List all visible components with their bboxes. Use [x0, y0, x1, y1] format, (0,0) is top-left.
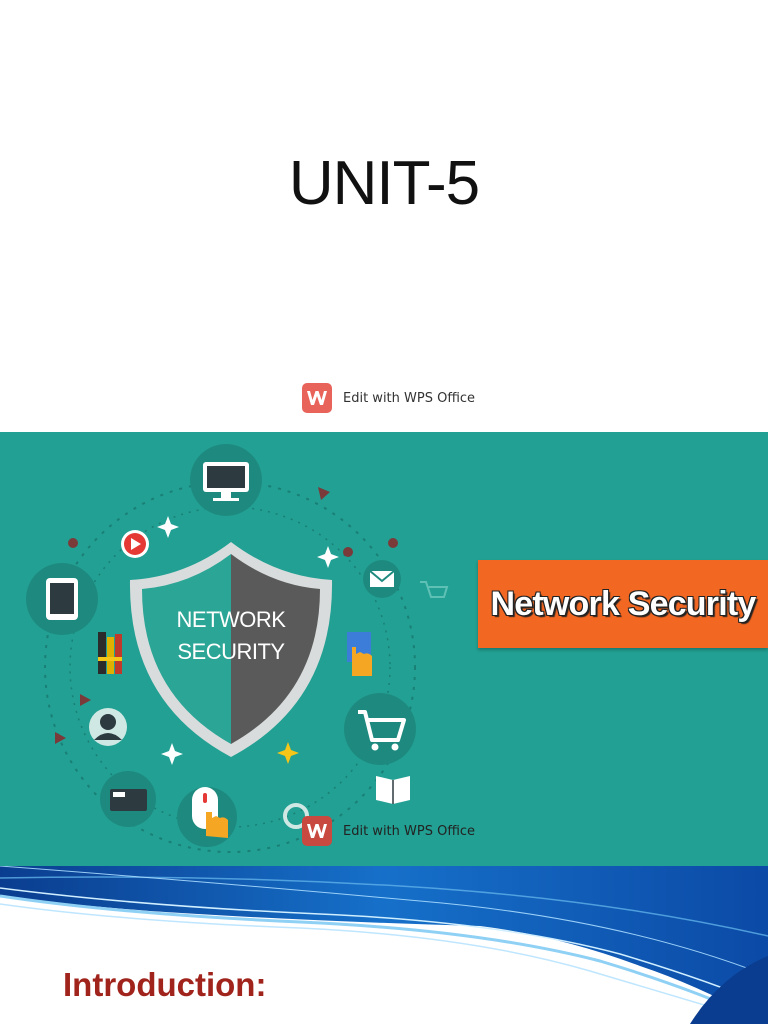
slide-title-unit: UNIT-5 Edit with WPS Office [0, 0, 768, 432]
monitor-icon [190, 444, 262, 516]
banner-text: Network Security [490, 584, 757, 623]
network-security-banner: Network Security [478, 560, 768, 648]
shield-label: NETWORK SECURITY [171, 604, 291, 668]
slide-title: UNIT-5 [288, 149, 480, 218]
wps-label: Edit with WPS Office [343, 390, 476, 406]
slide-network-security: NETWORK SECURITY Network Security Edit w… [0, 432, 768, 866]
envelope-icon [363, 560, 401, 598]
wps-logo-icon [302, 383, 332, 413]
introduction-heading: Introduction: [63, 966, 267, 1003]
tablet-icon [26, 563, 98, 635]
wps-watermark[interactable]: Edit with WPS Office [302, 816, 475, 846]
credit-card-icon [100, 771, 156, 827]
user-avatar-icon [89, 708, 127, 746]
shopping-cart-icon [344, 693, 416, 765]
sparkle-icons [157, 516, 339, 765]
books-icon [98, 632, 122, 674]
wps-label: Edit with WPS Office [343, 823, 476, 839]
slide-introduction: Introduction: [0, 866, 768, 1024]
network-security-illustration [26, 444, 449, 853]
open-book-icon [376, 776, 410, 804]
shield-label-line1: NETWORK [176, 607, 286, 632]
play-icon [121, 530, 149, 558]
mouse-hand-icon [177, 787, 237, 847]
shield-label-line2: SECURITY [177, 639, 285, 664]
faint-cart-icon [420, 581, 449, 598]
wps-logo-icon [302, 816, 332, 846]
wps-watermark[interactable]: Edit with WPS Office [302, 383, 475, 413]
shield-icon [129, 542, 333, 757]
hand-document-icon [347, 632, 372, 676]
blue-wave-background [0, 866, 768, 1024]
decorative-dots [55, 487, 398, 744]
